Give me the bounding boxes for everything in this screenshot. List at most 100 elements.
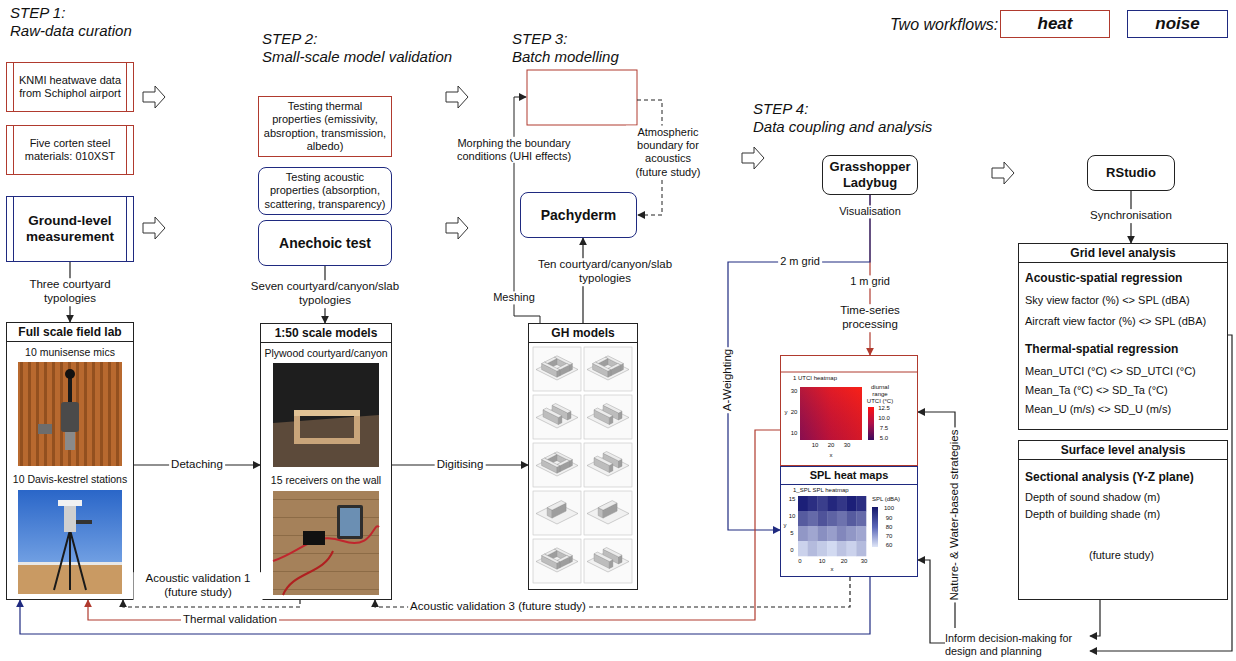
step-arrows xyxy=(143,86,1014,239)
panel-illustration xyxy=(7,323,135,601)
legend-label: noise xyxy=(1155,14,1199,34)
chart-label: 15 xyxy=(789,496,796,503)
panel-text: Thermal-spatial regression xyxy=(1019,342,1227,356)
connector-label: Thermal validation xyxy=(181,613,279,627)
rect-shape xyxy=(294,410,360,416)
rect-shape xyxy=(273,491,379,595)
line-label: Morphing the boundary conditions (UHI ef… xyxy=(447,137,581,163)
g-shape xyxy=(780,372,918,440)
box-label: Testing thermal properties (emissivity, … xyxy=(263,100,387,153)
chart-label: 100 xyxy=(884,505,894,512)
rect-shape xyxy=(827,496,837,511)
polygon-shape xyxy=(603,548,622,557)
step-heading: Two workflows: xyxy=(890,15,998,34)
rect-shape xyxy=(808,511,818,526)
legend-swatch: heat xyxy=(1000,10,1110,38)
panel-text: (future study) xyxy=(1019,549,1227,562)
step-heading: STEP 1: xyxy=(10,4,65,22)
inner-rule xyxy=(13,197,14,261)
connector-label: Detaching xyxy=(169,458,225,472)
panel-text: Mean_UTCI (°C) <> SD_UTCI (°C) xyxy=(1019,365,1227,378)
panel-heading: 1:50 scale models xyxy=(261,324,391,343)
panel-text: Sectional analysis (Y-Z plane) xyxy=(1019,470,1227,484)
step-heading: Raw-data curation xyxy=(10,22,132,40)
inner-rule xyxy=(13,126,14,174)
rect-shape xyxy=(58,500,82,506)
chart-label: 10 xyxy=(819,558,826,565)
rect-shape xyxy=(856,496,866,511)
g-shape xyxy=(18,362,122,466)
chart-label: 7.5 xyxy=(880,425,888,432)
polygon-shape xyxy=(542,458,560,467)
panel-text: Plywood courtyard/canyon xyxy=(261,347,391,360)
polygon-shape xyxy=(544,549,557,555)
rect-shape xyxy=(827,511,837,526)
panel-text: Depth of building shade (m) xyxy=(1019,508,1227,521)
box-label: KNMI heatwave data from Schiphol airport xyxy=(16,74,124,100)
chart-label: 20 xyxy=(791,409,798,416)
line-label: 1 m grid xyxy=(848,275,892,288)
panel-text: Sky view factor (%) <> SPL (dBA) xyxy=(1019,294,1227,307)
software-box: Grasshopper Ladybug xyxy=(822,155,918,195)
polygon-shape xyxy=(595,357,608,363)
path-shape xyxy=(283,551,333,595)
polygon-shape xyxy=(543,408,562,418)
rect-shape xyxy=(28,362,31,466)
box-label: Pachyderm xyxy=(541,207,616,224)
chart-label: 10 xyxy=(791,430,798,437)
step-heading: Small-scale model validation xyxy=(262,48,452,66)
panel-illustration xyxy=(781,467,919,578)
rect-shape xyxy=(847,496,857,511)
inner-rule xyxy=(126,126,127,174)
rect-shape xyxy=(584,395,632,439)
panel-text: 10 Davis-kestrel stations xyxy=(7,473,133,486)
chart-label: 90 xyxy=(886,515,893,522)
rect-shape xyxy=(84,362,87,466)
panel-heading: SPL heat maps xyxy=(781,467,917,485)
panel-heading: Grid level analysis xyxy=(1019,244,1227,263)
polygon-shape xyxy=(544,453,557,459)
step-arrow xyxy=(446,86,468,108)
polygon-shape xyxy=(536,359,578,380)
connector-label: Nature- & Water-based strategies xyxy=(948,428,962,603)
box-label: Inform decision-making for design and pl… xyxy=(945,632,1090,658)
panel-text: 1 UTCI heatmap xyxy=(781,375,917,382)
g-shape xyxy=(273,491,379,595)
step-heading: STEP 4: xyxy=(753,100,808,118)
rect-shape xyxy=(837,511,847,526)
polygon-shape xyxy=(598,501,617,511)
analysis-panel: Grid level analysisAcoustic-spatial regr… xyxy=(1018,243,1228,430)
line-shape xyxy=(780,372,918,373)
rect-shape xyxy=(18,490,122,594)
step-heading: Data coupling and analysis xyxy=(753,118,932,136)
rect-shape xyxy=(303,531,325,545)
polygon-shape xyxy=(544,357,557,363)
rect-shape xyxy=(808,496,818,511)
box-label: Anechoic test xyxy=(279,235,371,252)
rect-shape xyxy=(533,539,581,583)
connector-label: Synchronisation xyxy=(1088,209,1174,223)
data-source-box: Five corten steel materials: 010XST xyxy=(6,125,134,175)
rect-shape xyxy=(800,387,862,440)
rect-shape xyxy=(837,496,847,511)
chart-label: 60 xyxy=(886,542,893,549)
rect-shape xyxy=(847,511,857,526)
legend-label: heat xyxy=(1038,14,1073,34)
rect-shape xyxy=(76,520,92,524)
connector-label: Time-series processing xyxy=(828,304,912,332)
g-shape xyxy=(533,347,632,583)
rect-shape xyxy=(52,362,55,466)
connector-label: Three courtyard typologies xyxy=(18,278,122,306)
rect-shape xyxy=(817,541,827,556)
chart-label: 30 xyxy=(861,558,868,565)
rect-shape xyxy=(868,407,874,440)
line-label: Visualisation xyxy=(837,205,903,218)
panel-heading: Surface level analysis xyxy=(1019,441,1227,460)
polygon-shape xyxy=(542,554,560,563)
rect-shape xyxy=(273,535,379,536)
panel-text: 10 munisense mics xyxy=(7,346,133,359)
rect-shape xyxy=(337,505,363,539)
connector-label: Acoustic validation 3 (future study) xyxy=(408,600,588,614)
polygon-shape xyxy=(552,404,571,414)
rect-shape xyxy=(584,347,632,391)
